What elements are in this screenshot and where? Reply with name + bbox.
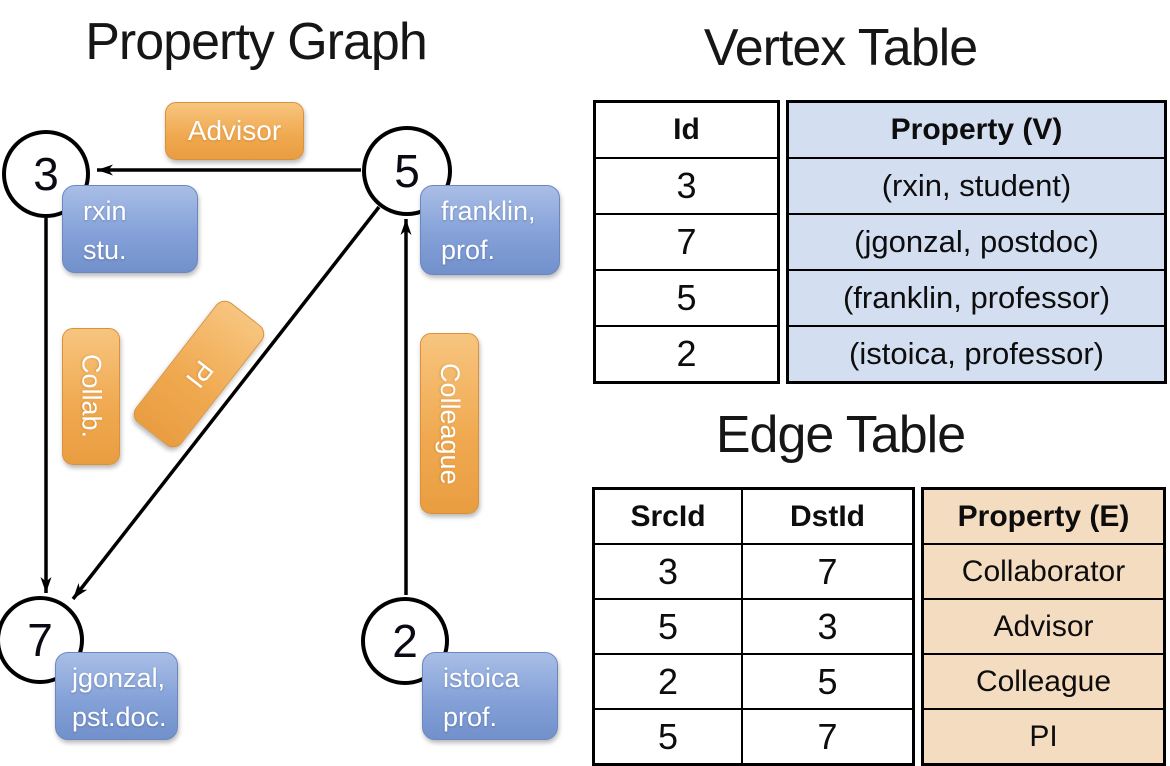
table-row: (rxin, student)	[789, 157, 1164, 213]
vertex-prop-line: prof.	[443, 702, 498, 732]
edge-property-cell: Collaborator	[961, 554, 1126, 588]
table-row: 5 7	[595, 708, 912, 763]
vertex-id-cell: 7	[676, 221, 697, 262]
vertex-property-box-rxin: rxin stu.	[62, 185, 198, 273]
vertex-table-title: Vertex Table	[703, 19, 978, 77]
edge-dst-cell: 7	[741, 545, 912, 598]
edge-pill-advisor: Advisor	[165, 102, 304, 160]
table-row: PI	[924, 708, 1163, 763]
edge-pill-label: Colleague	[435, 362, 465, 485]
edge-pill-collab: Collab.	[62, 328, 120, 465]
edge-table-property-column: Property (E) Collaborator Advisor Collea…	[921, 487, 1166, 766]
edge-arrow-5-to-7	[71, 205, 381, 601]
table-row: Advisor	[924, 598, 1163, 653]
node-circle-5: 5	[362, 126, 452, 216]
edge-table-header-srcid: SrcId	[630, 499, 706, 533]
edge-property-cell: Colleague	[975, 664, 1112, 698]
node-id-label: 2	[392, 615, 418, 667]
vertex-id-cell: 2	[676, 333, 697, 374]
node-id-label: 5	[394, 145, 420, 197]
edge-table-id-columns: SrcId DstId 3 7 5 3 2 5 5 7	[592, 487, 915, 766]
vertex-property-cell: (franklin, professor)	[842, 280, 1111, 315]
edge-table-header-dstid: DstId	[741, 490, 912, 543]
edge-table-header-property: Property (E)	[957, 499, 1130, 533]
table-row: 5 3	[595, 598, 912, 653]
table-row: (jgonzal, postdoc)	[789, 213, 1164, 269]
edge-pill-label: Advisor	[187, 115, 282, 146]
graph-edges-svg	[40, 164, 412, 601]
vertex-table: Id 3 7 5 2 Property (V) (rxin, student) …	[593, 100, 1167, 384]
vertex-prop-line: pst.doc.	[72, 702, 167, 732]
edge-dst-cell: 3	[741, 600, 912, 653]
table-row: (istoica, professor)	[789, 325, 1164, 381]
edge-pill-colleague: Colleague	[420, 333, 479, 514]
vertex-prop-line: jgonzal,	[72, 663, 166, 693]
vertex-prop-line: istoica	[443, 663, 520, 693]
vertex-property-box-franklin: franklin, prof.	[420, 185, 560, 275]
vertex-table-id-column: Id 3 7 5 2	[593, 100, 780, 384]
edge-property-cell: PI	[1029, 719, 1058, 753]
edge-pill-label: PI	[179, 355, 220, 394]
edge-table-title: Edge Table	[715, 406, 966, 464]
table-row: (franklin, professor)	[789, 269, 1164, 325]
node-id-label: 3	[33, 148, 59, 200]
vertex-property-cell: (rxin, student)	[881, 168, 1072, 203]
edge-src-cell: 5	[657, 715, 679, 757]
vertex-property-box-jgonzal: jgonzal, pst.doc.	[55, 652, 178, 740]
vertex-table-property-column: Property (V) (rxin, student) (jgonzal, p…	[786, 100, 1167, 384]
node-circle-2: 2	[361, 597, 449, 685]
table-row: 3 7	[595, 543, 912, 598]
edge-dst-cell: 5	[741, 655, 912, 708]
node-id-label: 7	[27, 614, 53, 666]
table-row: 2	[596, 325, 777, 381]
table-row: Collaborator	[924, 543, 1163, 598]
vertex-id-cell: 3	[676, 165, 697, 206]
vertex-id-cell: 5	[676, 277, 697, 318]
edge-src-cell: 5	[657, 605, 679, 647]
edge-src-cell: 3	[657, 550, 679, 592]
table-row: 7	[596, 213, 777, 269]
vertex-prop-line: franklin,	[441, 196, 536, 226]
vertex-property-cell: (jgonzal, postdoc)	[854, 224, 1099, 259]
vertex-prop-line: rxin	[83, 196, 127, 226]
edge-dst-cell: 7	[741, 710, 912, 763]
table-row: 2 5	[595, 653, 912, 708]
table-row: Colleague	[924, 653, 1163, 708]
property-graph-title: Property Graph	[85, 13, 428, 71]
table-row: 5	[596, 269, 777, 325]
vertex-prop-line: prof.	[441, 235, 496, 265]
edge-table: SrcId DstId 3 7 5 3 2 5 5 7 Property (E)…	[592, 487, 1166, 766]
edge-pill-label: Collab.	[76, 354, 107, 439]
table-row: 3	[596, 157, 777, 213]
vertex-table-header-id: Id	[673, 113, 700, 146]
vertex-prop-line: stu.	[83, 235, 127, 265]
vertex-property-box-istoica: istoica prof.	[422, 652, 558, 740]
edge-property-cell: Advisor	[993, 609, 1094, 643]
vertex-property-cell: (istoica, professor)	[849, 336, 1104, 371]
vertex-table-header-property: Property (V)	[890, 113, 1063, 146]
edge-src-cell: 2	[657, 660, 679, 702]
